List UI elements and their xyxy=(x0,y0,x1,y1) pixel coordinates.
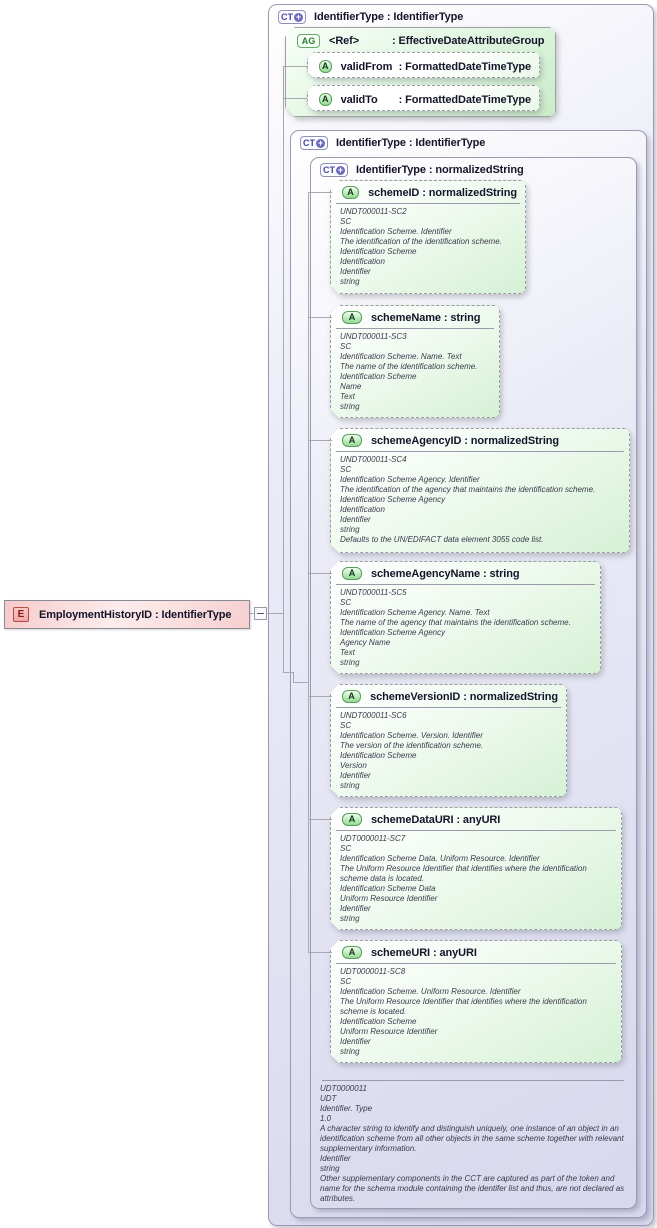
connector-line xyxy=(283,672,294,673)
attribute-title: schemeURI : anyURI xyxy=(371,946,477,959)
connector-line xyxy=(308,192,309,953)
complextype-inner-header: CT+ IdentifierType : IdentifierType xyxy=(300,136,485,150)
attribute-title: schemeAgencyID : normalizedString xyxy=(371,434,560,447)
complextype-outer-header: CT+ IdentifierType : IdentifierType xyxy=(278,10,463,24)
complextype-icon: CT+ xyxy=(300,136,328,150)
complextype-core-title: IdentifierType : normalizedString xyxy=(356,164,524,176)
plus-icon: + xyxy=(316,137,325,148)
connector-line xyxy=(308,696,332,697)
complextype-icon: CT+ xyxy=(278,10,306,24)
minus-icon xyxy=(257,613,264,614)
complextype-inner-title: IdentifierType : IdentifierType xyxy=(336,137,486,149)
complextype-outer-title: IdentifierType : IdentifierType xyxy=(314,11,464,23)
attribute-validto: A validTo: FormattedDateTimeType xyxy=(307,85,540,111)
attribute-title: schemeVersionID : normalizedString xyxy=(370,690,558,703)
connector-line xyxy=(308,192,332,193)
connector-line xyxy=(250,613,254,614)
connector-line xyxy=(267,613,284,614)
connector-line xyxy=(283,98,307,99)
connector-line xyxy=(308,819,332,820)
divider xyxy=(336,584,595,585)
attribute-icon: A xyxy=(319,93,332,106)
divider xyxy=(322,1080,624,1081)
divider xyxy=(336,451,624,452)
element-icon: E xyxy=(13,607,29,622)
complextype-icon: CT+ xyxy=(320,163,348,177)
connector-line xyxy=(283,66,307,67)
divider xyxy=(336,830,616,831)
attribute-validfrom: A validFrom: FormattedDateTimeType xyxy=(307,52,540,78)
connector-line xyxy=(308,317,332,318)
attribute-title: schemeDataURI : anyURI xyxy=(371,813,501,826)
plus-icon: + xyxy=(294,11,303,22)
attribute-title: schemeID : normalizedString xyxy=(368,186,517,199)
attribute-icon: A xyxy=(319,60,332,73)
attribute-icon: A xyxy=(342,311,362,324)
attribute-icon: A xyxy=(342,946,362,959)
attribute-title: schemeAgencyName : string xyxy=(371,567,520,580)
attribute-group-icon: AG xyxy=(297,34,320,48)
collapse-toggle[interactable] xyxy=(254,607,267,620)
element-employmenthistoryid[interactable]: E EmploymentHistoryID : IdentifierType xyxy=(4,600,250,629)
divider xyxy=(336,328,494,329)
connector-line xyxy=(293,682,309,683)
divider xyxy=(336,963,616,964)
attribute-icon: A xyxy=(342,813,362,826)
attribute-icon: A xyxy=(342,186,359,199)
attribute-group-title: <Ref>: EffectiveDateAttributeGroup xyxy=(329,35,545,47)
attribute-icon: A xyxy=(342,567,362,580)
connector-line xyxy=(283,66,284,673)
attribute-validto-label: validTo: FormattedDateTimeType xyxy=(340,93,531,106)
divider xyxy=(336,203,520,204)
attribute-icon: A xyxy=(342,434,362,447)
plus-icon: + xyxy=(336,164,345,175)
connector-line xyxy=(308,952,332,953)
element-label: EmploymentHistoryID : IdentifierType xyxy=(39,608,232,621)
attribute-title: schemeName : string xyxy=(371,311,481,324)
attribute-icon: A xyxy=(342,690,361,703)
complextype-core-header: CT+ IdentifierType : normalizedString xyxy=(320,163,524,177)
connector-line xyxy=(308,573,332,574)
connector-line xyxy=(308,440,332,441)
connector-line xyxy=(293,672,294,683)
divider xyxy=(336,707,561,708)
attribute-validfrom-label: validFrom: FormattedDateTimeType xyxy=(340,60,531,73)
